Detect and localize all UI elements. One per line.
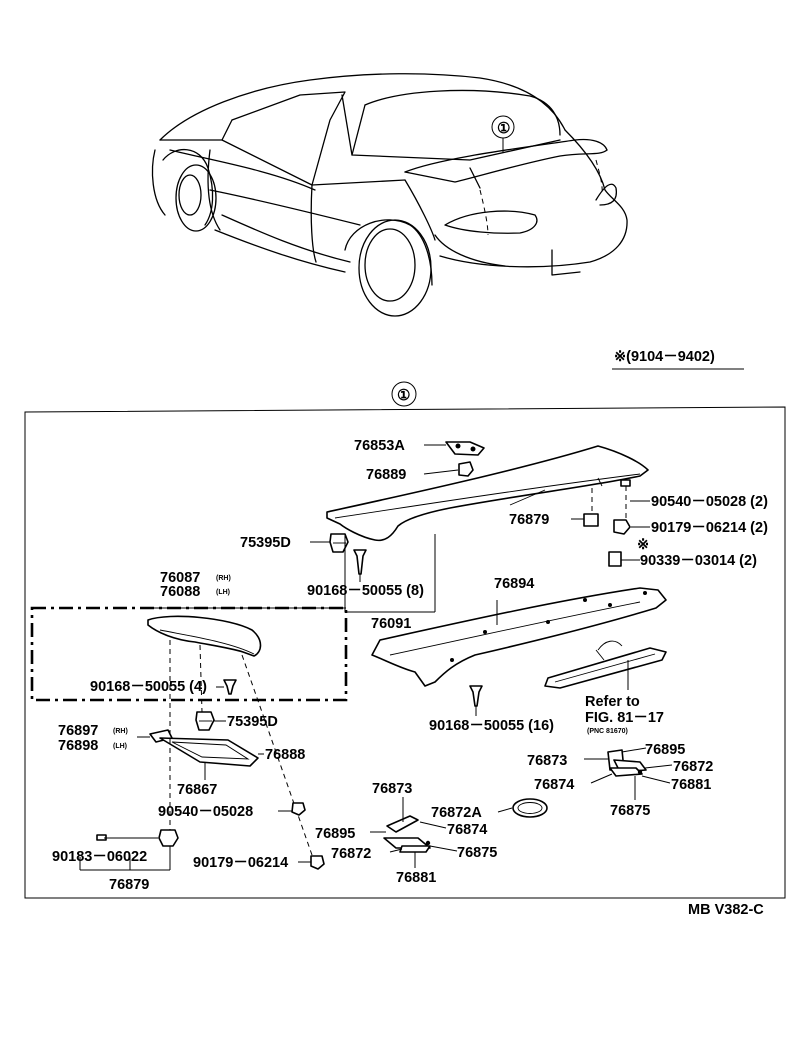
label-76881-right: 76881 [671,777,711,793]
cap-76879-bottom [158,829,179,847]
label-76898-side: (LH) [113,743,127,750]
label-90168-50055-8: 90168－50055 (8) [307,583,424,599]
refer-line-3: (PNC 81670) [587,728,628,735]
label-76867: 76867 [177,782,217,798]
base-plate-76894 [371,587,667,687]
label-76872-right: 76872 [673,759,713,775]
label-76889: 76889 [366,467,406,483]
car-callout-number: ① [497,120,510,137]
date-range-note: ※(9104－9402) [614,349,715,365]
label-76875-center: 76875 [457,845,497,861]
label-90339-03014-2: 90339－03014 (2) [640,553,757,569]
nut-90179-06214-bottom [310,855,325,870]
cap-76879-top [583,513,599,527]
screw-90168-50055-4 [223,679,237,695]
label-76894: 76894 [494,576,534,592]
screw-90168-50055-8 [353,549,367,575]
assembly-callout: ① [391,381,417,407]
label-90168-50055-16: 90168－50055 (16) [429,718,554,734]
nut-90179-06214 [613,519,631,535]
label-76853A: 76853A [354,438,405,454]
label-76881-center: 76881 [396,870,436,886]
label-76879-bottom: 76879 [109,877,149,893]
clip-76889 [458,461,474,477]
screw-90168-50055-16 [469,685,483,707]
label-75395D-mid: 75395D [227,714,278,730]
asterisk-mark: ※ [637,537,649,553]
label-76888: 76888 [265,747,305,763]
label-90183-06022: 90183－06022 [52,849,147,865]
bolt-90540-05028-top [620,479,631,487]
label-76875-right: 76875 [610,803,650,819]
gasket-76888 [159,737,259,767]
clip-90183-06022 [96,834,107,841]
label-90179-06214: 90179－06214 [193,855,288,871]
side-spoiler-76087 [147,615,262,657]
label-90540-05028: 90540－05028 [158,804,253,820]
ring-76872A [512,798,548,818]
label-75395D-top: 75395D [240,535,291,551]
seal-76872-center [399,845,431,853]
refer-line-2: FIG. 81－17 [585,710,664,726]
label-76895-center: 76895 [315,826,355,842]
label-76088: 76088 [160,584,200,600]
label-90168-50055-4: 90168－50055 (4) [90,679,207,695]
label-76088-side: (LH) [216,589,230,596]
label-76873-right: 76873 [527,753,567,769]
car-illustration: ① [151,73,628,317]
label-76872A: 76872A [431,805,482,821]
assembly-callout-number: ① [397,387,410,404]
label-76087-side: (RH) [216,575,231,582]
fastener-75395D-mid [195,711,215,731]
label-76873-center: 76873 [372,781,412,797]
label-76879-top: 76879 [509,512,549,528]
label-76087: 76087 [160,570,200,586]
label-90540-05028-2: 90540－05028 (2) [651,494,768,510]
diagram-code: MB V382-C [688,902,764,918]
label-76897: 76897 [58,723,98,739]
diagram-frame [24,406,786,899]
label-76898: 76898 [58,738,98,754]
label-76872-center: 76872 [331,846,371,862]
label-76897-side: (RH) [113,728,128,735]
label-76895-right: 76895 [645,742,685,758]
seal-76874-right [609,767,643,777]
seal-76873-center [386,815,419,833]
part-labels: 76853A 76889 90540－05028 (2) 76879 90179… [52,438,768,893]
label-76874-right: 76874 [534,777,574,793]
label-90179-06214-2: 90179－06214 (2) [651,520,768,536]
label-76091: 76091 [371,616,411,632]
bolt-90540-05028 [291,802,306,816]
refer-line-1: Refer to [585,694,640,710]
high-mount-stop-lamp [544,640,667,689]
rear-spoiler [326,445,649,542]
leader-lines [79,444,673,871]
bush-90339-03014 [608,551,622,567]
bracket-76853A [445,441,485,456]
label-76874-center: 76874 [447,822,487,838]
